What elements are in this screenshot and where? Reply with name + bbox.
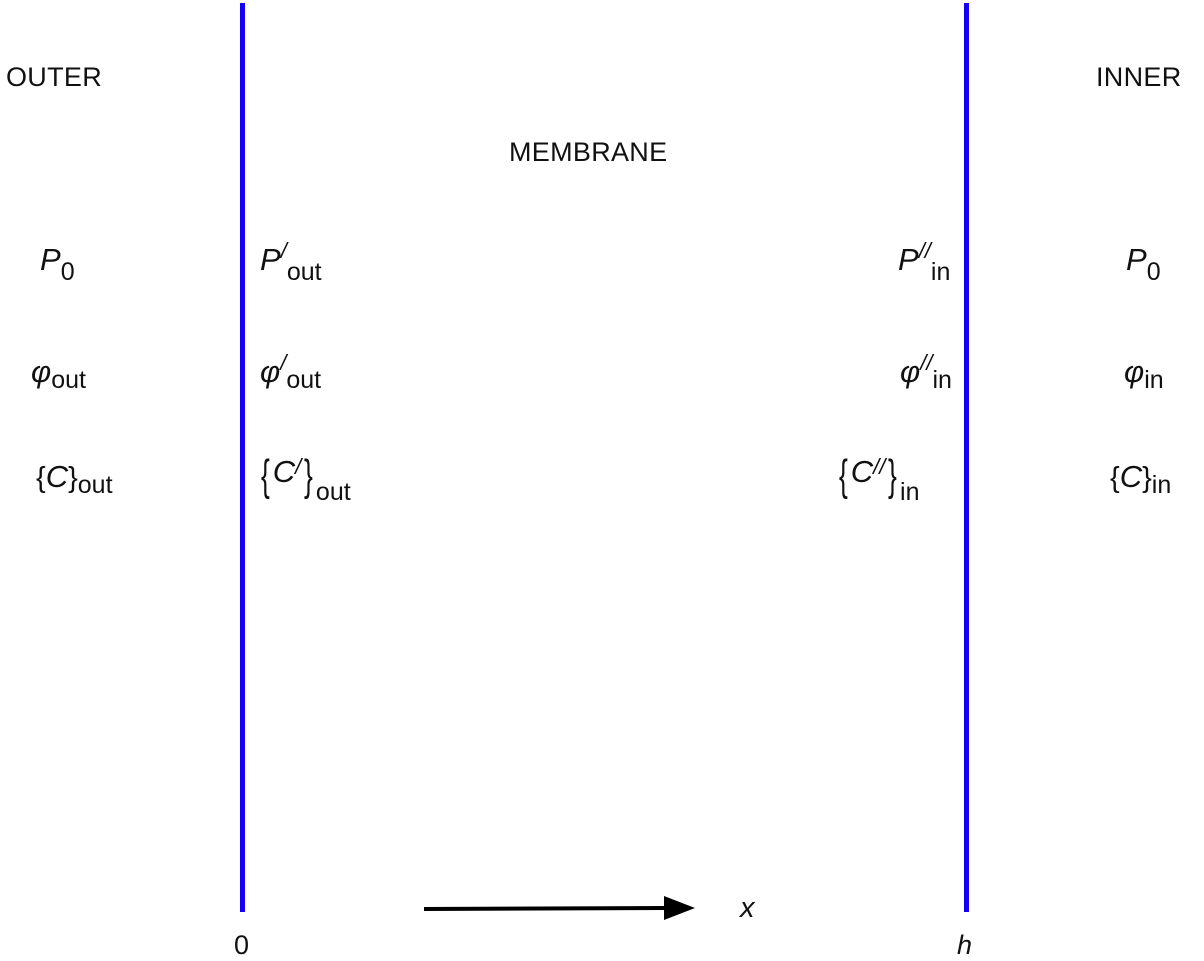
x-axis-label: x: [740, 892, 755, 924]
outer-region-label: OUTER: [6, 62, 102, 92]
membrane-right-pressure: P//in: [898, 240, 950, 285]
symbol-base: P: [1126, 242, 1147, 277]
membrane-right-boundary: [964, 3, 969, 912]
membrane-left-potential: φ/out: [260, 352, 321, 393]
inner-concentration: {C}in: [1110, 459, 1171, 498]
outer-pressure: P0: [40, 242, 75, 285]
symbol-base: φ: [900, 354, 921, 389]
symbol-subscript: out: [286, 258, 322, 286]
membrane-left-boundary: [240, 3, 245, 912]
symbol-subscript: out: [51, 366, 86, 394]
membrane-right-potential: φ//in: [900, 352, 952, 393]
symbol-base: C: [1119, 459, 1143, 494]
symbol-superscript: /: [280, 350, 287, 375]
outer-concentration: {C}out: [36, 459, 113, 498]
symbol-subscript: in: [930, 258, 951, 286]
membrane-left-pressure: P/out: [260, 240, 322, 285]
symbol-base: P: [898, 242, 919, 277]
symbol-subscript: in: [1151, 471, 1172, 499]
brace-open: {: [1110, 462, 1120, 494]
brace-open: {: [260, 451, 270, 500]
symbol-subscript: in: [900, 478, 920, 506]
membrane-region-label: MEMBRANE: [509, 137, 668, 167]
brace-close: }: [304, 451, 313, 500]
brace-open: {: [838, 451, 848, 500]
brace-open: {: [36, 462, 46, 494]
symbol-base: P: [260, 242, 281, 277]
symbol-superscript: /: [295, 454, 302, 479]
symbol-base: C: [272, 454, 296, 489]
membrane-left-concentration: {C/}out: [258, 450, 351, 505]
symbol-subscript: in: [932, 366, 952, 394]
symbol-superscript: //: [920, 350, 933, 375]
symbol-subscript: out: [286, 366, 322, 394]
symbol-base: C: [45, 459, 69, 494]
symbol-base: φ: [1124, 354, 1145, 389]
symbol-superscript: /: [280, 238, 287, 263]
symbol-subscript: 0: [1146, 258, 1161, 286]
position-label-zero: 0: [234, 930, 250, 960]
symbol-subscript: 0: [60, 258, 75, 286]
brace-close: }: [1142, 462, 1152, 494]
symbol-superscript: //: [873, 454, 886, 479]
symbol-base: φ: [260, 354, 281, 389]
symbol-subscript: out: [77, 471, 113, 499]
inner-region-label: INNER: [1096, 62, 1182, 92]
position-label-h: h: [957, 930, 973, 960]
symbol-base: φ: [31, 354, 52, 389]
inner-pressure: P0: [1126, 242, 1161, 285]
symbol-subscript: in: [1144, 366, 1164, 394]
inner-potential: φin: [1124, 354, 1164, 393]
symbol-base: P: [40, 242, 61, 277]
symbol-superscript: //: [918, 238, 931, 263]
brace-close: }: [888, 451, 898, 500]
symbol-base: C: [850, 454, 874, 489]
membrane-right-concentration: {C//}in: [836, 450, 920, 505]
brace-close: }: [68, 462, 78, 494]
symbol-subscript: out: [315, 478, 351, 506]
outer-potential: φout: [31, 354, 86, 393]
